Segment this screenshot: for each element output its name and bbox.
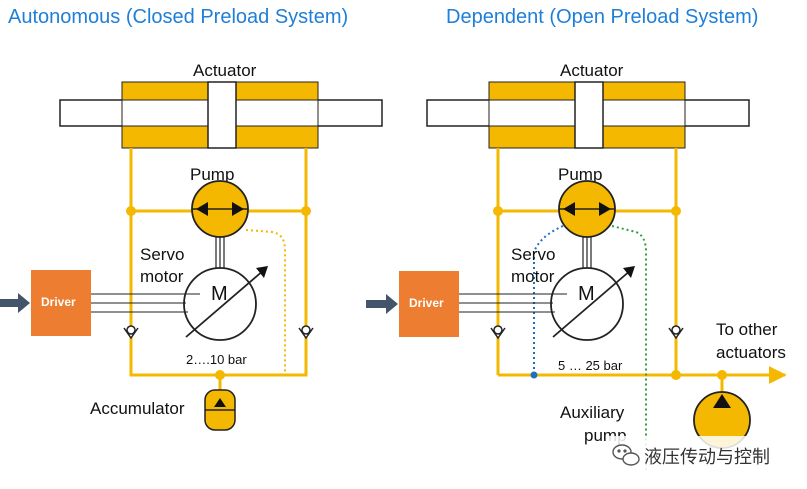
right-input-arrow-icon [366, 294, 398, 314]
right-other-label-2: actuators [716, 343, 786, 362]
right-pump-icon [558, 180, 616, 238]
left-junction-dots [126, 206, 311, 380]
left-accumulator-label: Accumulator [90, 399, 185, 418]
left-title: Autonomous (Closed Preload System) [8, 6, 348, 28]
left-piston [207, 81, 237, 149]
left-pump-label: Pump [190, 165, 234, 184]
right-pressure-label: 5 … 25 bar [558, 358, 623, 373]
left-check-valve-2 [298, 325, 314, 340]
right-panel: Dependent (Open Preload System) Actuator [366, 6, 787, 470]
right-junction-dots [493, 206, 727, 380]
right-aux-label-1: Auxiliary [560, 403, 625, 422]
right-blue-junction-dot [530, 371, 538, 379]
left-servo-label-1: Servo [140, 245, 184, 264]
right-check-valve-2 [668, 325, 684, 340]
left-driver-wires [91, 293, 200, 313]
left-driver-box [31, 270, 91, 336]
left-driver-label: Driver [41, 295, 76, 309]
wechat-icon [612, 444, 640, 466]
right-servo-label-2: motor [511, 267, 555, 286]
left-servo-motor-icon [183, 266, 268, 341]
right-servo-motor-icon [550, 266, 635, 341]
right-title: Dependent (Open Preload System) [446, 6, 758, 28]
right-pump-label: Pump [558, 165, 602, 184]
left-shaft [215, 237, 225, 268]
right-motor-symbol: M [578, 283, 595, 305]
right-actuator [426, 81, 750, 149]
left-input-arrow-icon [0, 293, 30, 313]
left-actuator-label: Actuator [193, 61, 257, 80]
right-piston [574, 81, 604, 149]
left-check-valve-1 [123, 325, 139, 340]
right-check-valve-1 [490, 325, 506, 340]
left-panel: Autonomous (Closed Preload System) Actua… [0, 6, 383, 431]
right-green-drain-line [611, 225, 647, 470]
right-actuator-label: Actuator [560, 61, 624, 80]
left-drain-line [245, 229, 286, 375]
right-shaft [582, 237, 592, 268]
watermark: 液压传动与控制 [606, 436, 807, 476]
right-driver-label: Driver [409, 296, 444, 310]
right-driver-box [399, 271, 459, 337]
watermark-text: 液压传动与控制 [644, 447, 770, 468]
right-servo-label-1: Servo [511, 245, 555, 264]
left-pump-icon [191, 180, 249, 238]
left-pressure-label: 2….10 bar [186, 352, 247, 367]
left-accumulator-icon [204, 389, 236, 431]
left-servo-label-2: motor [140, 267, 184, 286]
right-other-label-1: To other [716, 320, 778, 339]
left-actuator [59, 81, 383, 149]
right-driver-wires [459, 293, 567, 313]
left-motor-symbol: M [211, 283, 228, 305]
